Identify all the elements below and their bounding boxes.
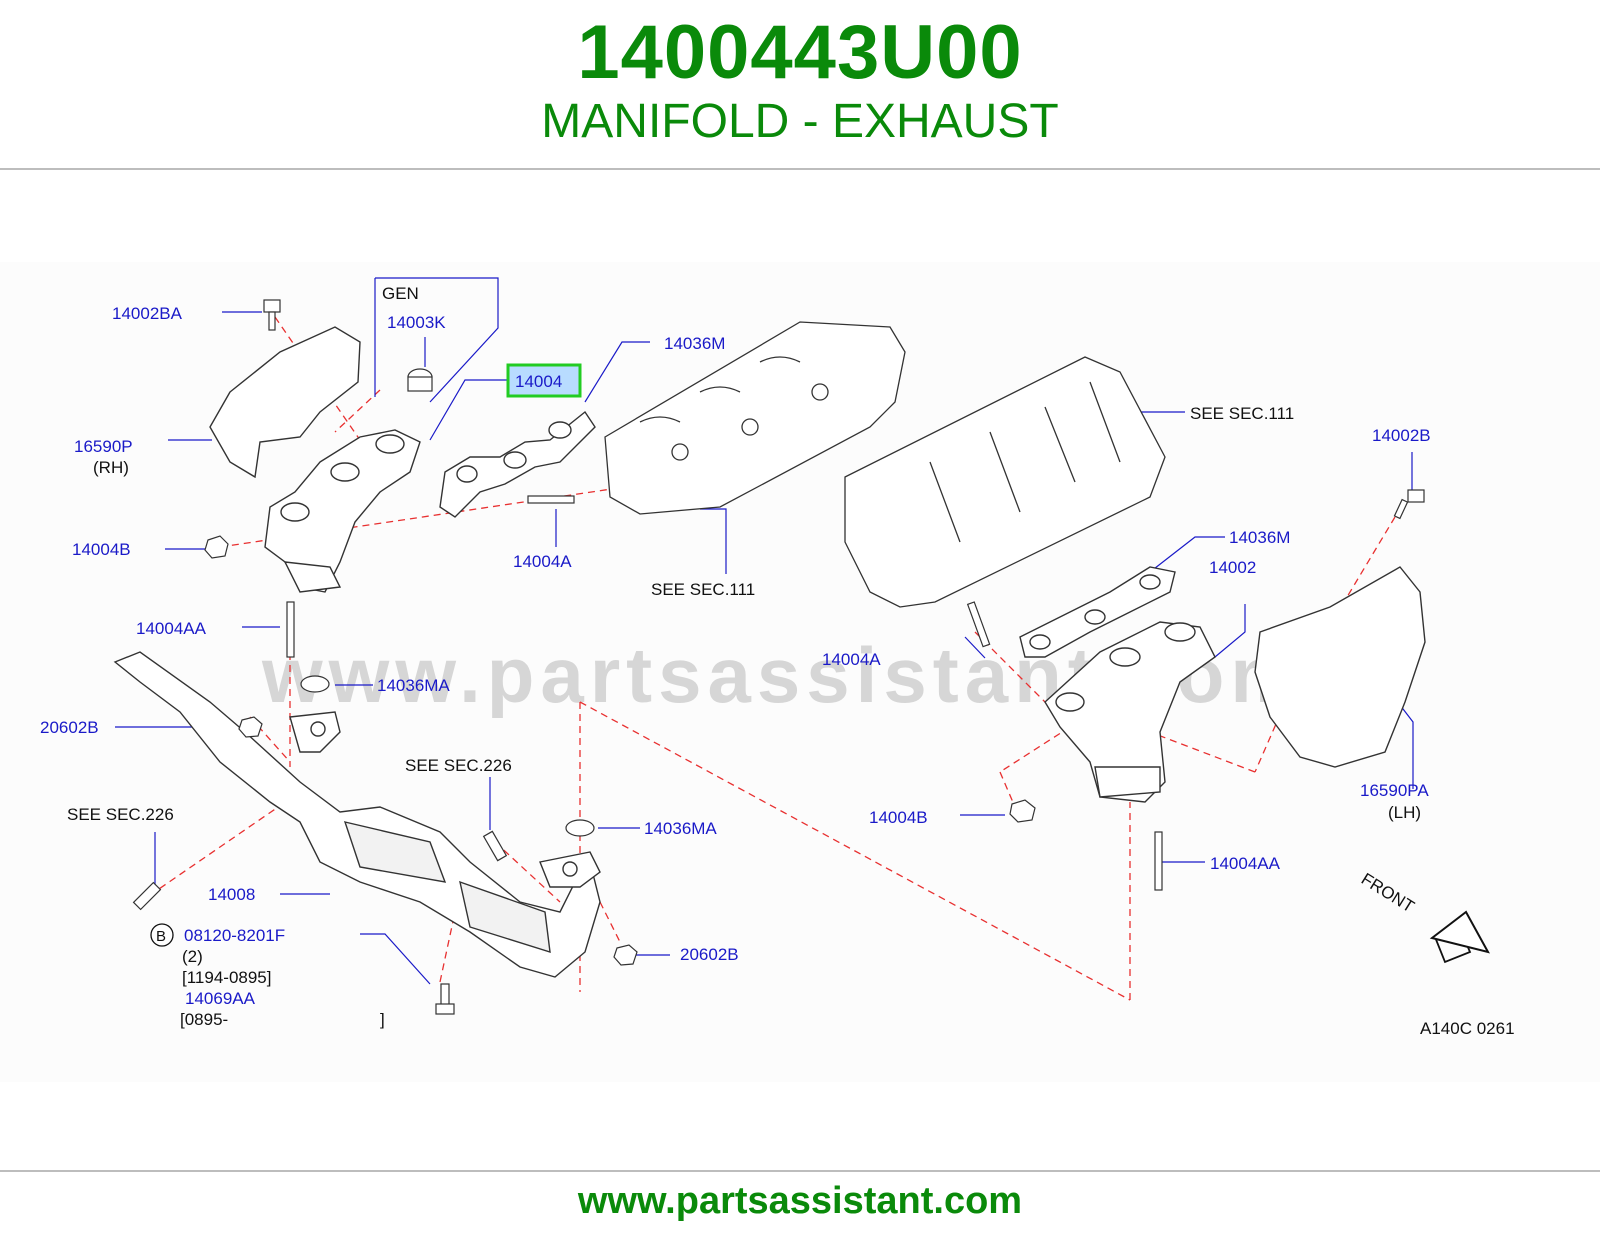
footer-divider <box>0 1170 1600 1172</box>
label-16590PA[interactable]: 16590PA <box>1360 781 1429 800</box>
label-14002[interactable]: 14002 <box>1209 558 1256 577</box>
callout-labels: 14002BA 14003K 14036M 16590P 14004B 1400… <box>40 304 1431 1008</box>
label-14004-selected[interactable]: 14004 <box>515 372 562 391</box>
page-header: 1400443U00 MANIFOLD - EXHAUST <box>0 0 1600 168</box>
label-date-range-1: [1194-0895] <box>182 968 271 987</box>
ring-gasket-14036MA-left <box>300 675 330 693</box>
header-divider <box>0 168 1600 170</box>
bolt-marker-circle <box>150 923 174 947</box>
label-14004AA-right[interactable]: 14004AA <box>1210 854 1281 873</box>
part-name-subtitle: MANIFOLD - EXHAUST <box>541 95 1059 148</box>
footer-site-url[interactable]: www.partsassistant.com <box>577 1180 1023 1222</box>
label-14036MA-left[interactable]: 14036MA <box>377 676 450 695</box>
label-see-sec111-right: SEE SEC.111 <box>1190 404 1294 423</box>
cylinder-head-left-drawing <box>604 321 906 515</box>
front-exhaust-tube-14008-drawing <box>113 651 601 978</box>
heat-shield-rh-drawing <box>209 326 361 479</box>
label-14036MA-mid[interactable]: 14036MA <box>644 819 717 838</box>
front-arrow-head-icon <box>1429 910 1490 954</box>
label-14069AA[interactable]: 14069AA <box>185 989 256 1008</box>
front-direction-indicator: FRONT <box>1358 869 1490 964</box>
label-see-sec226-left: SEE SEC.226 <box>67 805 174 824</box>
label-14008[interactable]: 14008 <box>208 885 255 904</box>
bolt-14002BA-drawing <box>263 299 281 331</box>
nut-20602B-left-drawing <box>238 716 263 738</box>
heat-shield-lh-drawing <box>1254 566 1426 768</box>
label-see-sec111-left: SEE SEC.111 <box>651 580 755 599</box>
selected-part-highlight <box>506 363 582 398</box>
stud-14004AA-left-drawing <box>286 601 295 658</box>
part-number-title: 1400443U00 <box>577 10 1023 95</box>
label-14002B[interactable]: 14002B <box>1372 426 1431 445</box>
bolt-08120-8201F-drawing <box>435 983 455 1015</box>
label-20602B-left[interactable]: 20602B <box>40 718 99 737</box>
nut-14004B-drawing <box>204 535 229 559</box>
label-rh: (RH) <box>93 458 129 477</box>
label-08120-8201F[interactable]: 08120-8201F <box>184 926 285 945</box>
oxygen-sensor-mid-drawing <box>482 830 508 862</box>
label-gen: GEN <box>382 284 419 303</box>
stud-14004A-right-drawing <box>966 601 991 648</box>
label-lh: (LH) <box>1388 803 1421 822</box>
label-16590P[interactable]: 16590P <box>74 437 133 456</box>
drawing-code: A140C 0261 <box>1420 1019 1515 1038</box>
ring-gasket-14036MA-mid <box>565 819 595 837</box>
label-date-range-2-end: ] <box>380 1010 385 1029</box>
label-date-range-2-start: [0895- <box>180 1010 228 1029</box>
label-front: FRONT <box>1358 869 1418 916</box>
gasket-14004-drawing <box>439 410 596 518</box>
bolt-marker-letter: B <box>156 928 166 945</box>
exhaust-manifold-lh-drawing <box>1044 621 1216 803</box>
oxygen-sensor-left-drawing <box>132 881 162 911</box>
parts-diagram-panel: www.partsassistant.com <box>0 262 1600 1082</box>
label-14003K[interactable]: 14003K <box>387 313 446 332</box>
label-14004B-left[interactable]: 14004B <box>72 540 131 559</box>
label-20602B-right[interactable]: 20602B <box>680 945 739 964</box>
label-see-sec226-mid: SEE SEC.226 <box>405 756 512 775</box>
exploded-parts-diagram: www.partsassistant.com <box>40 277 1515 1038</box>
nut-14004B-right-drawing <box>1009 799 1036 823</box>
label-14004AA-left[interactable]: 14004AA <box>136 619 207 638</box>
annotation-labels: GEN (RH) SEE SEC.111 SEE SEC.111 SEE SEC… <box>67 284 1515 1038</box>
bolt-14002B-drawing <box>1393 489 1425 520</box>
label-14036M-right[interactable]: 14036M <box>1229 528 1290 547</box>
label-14004A-left[interactable]: 14004A <box>513 552 572 571</box>
insulator-14003K-drawing <box>407 368 433 392</box>
gasket-right-drawing <box>1019 566 1176 658</box>
label-14036M-top[interactable]: 14036M <box>664 334 725 353</box>
label-14002BA[interactable]: 14002BA <box>112 304 183 323</box>
cylinder-head-right-drawing <box>844 356 1166 608</box>
label-14004B-right[interactable]: 14004B <box>869 808 928 827</box>
exhaust-manifold-rh-drawing <box>264 429 421 593</box>
label-quantity: (2) <box>182 947 203 966</box>
stud-14004A-drawing <box>527 495 575 504</box>
label-14004A-right[interactable]: 14004A <box>822 650 881 669</box>
nut-20602B-right-drawing <box>613 944 638 966</box>
stud-14004AA-right-drawing <box>1154 831 1163 891</box>
